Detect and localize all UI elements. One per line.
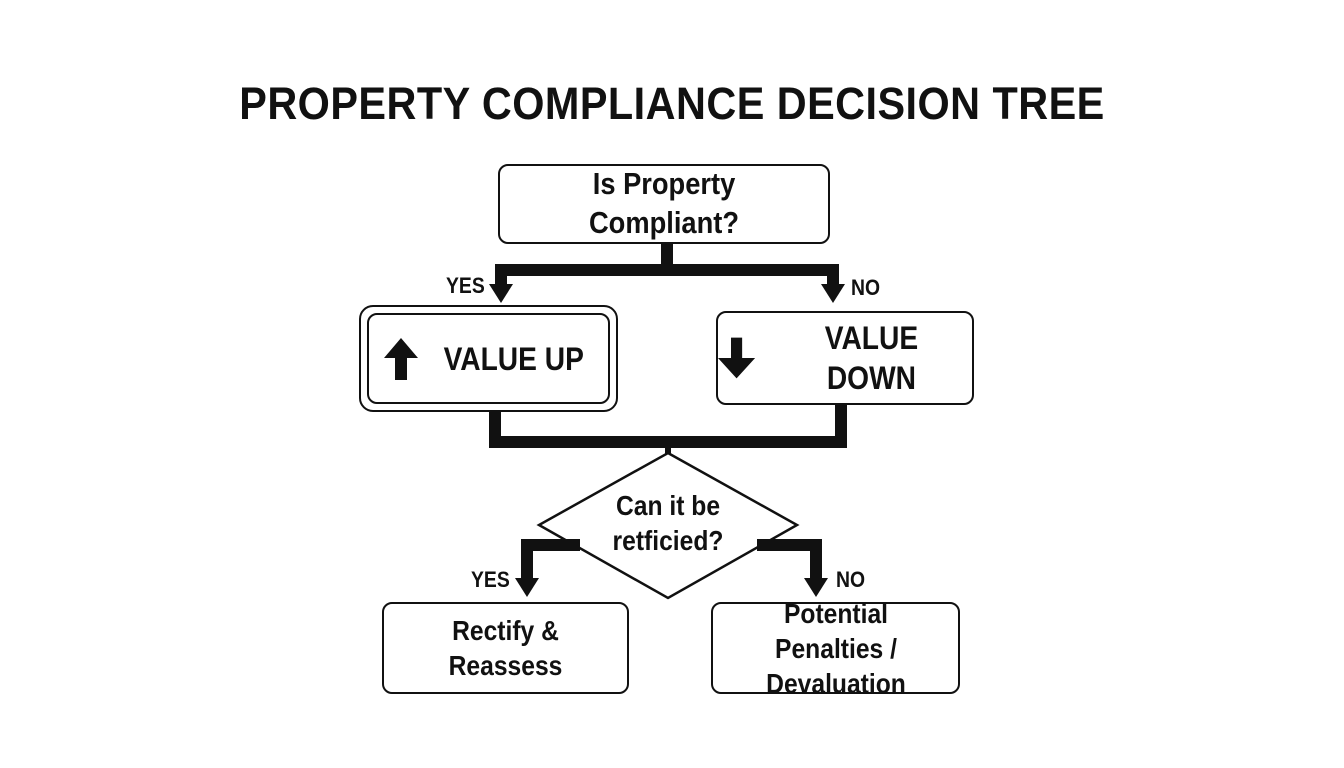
rectify-reassess-text: Rectify & Reassess [448, 615, 563, 681]
value-down-text: VALUE DOWN [824, 320, 919, 396]
decision-diamond [536, 451, 800, 600]
branch-connector-yes-2 [521, 539, 580, 580]
penalties-devaluation-box: Potential Penalties / Devaluation [711, 598, 960, 699]
penalties-devaluation-text: Potential Penalties / Devaluation [765, 597, 906, 699]
arrowhead-yes-1 [489, 284, 513, 303]
rectify-question-text: Can it be retficied? [568, 488, 768, 558]
compliance-question-box: Is Property Compliant? [498, 164, 830, 244]
value-up-box: VALUE UP [367, 313, 610, 404]
arrowhead-no-1 [821, 284, 845, 303]
arrow-down-icon [718, 337, 756, 379]
yes-label-compliant: YES [446, 273, 485, 298]
split-connector-top [495, 244, 839, 286]
no-label-rectify: NO [836, 567, 866, 592]
no-label-compliant: NO [851, 275, 881, 300]
branch-connector-no-2 [757, 539, 822, 580]
value-up-text: VALUE UP [443, 340, 584, 377]
arrowhead-yes-2 [515, 578, 539, 597]
diagram-title: PROPERTY COMPLIANCE DECISION TREE [239, 78, 1105, 129]
arrowhead-no-2 [804, 578, 828, 597]
value-down-box: VALUE DOWN [716, 311, 974, 405]
arrow-up-icon [383, 337, 418, 380]
compliance-question-text: Is Property Compliant? [588, 166, 740, 240]
yes-label-rectify: YES [471, 567, 510, 592]
rectify-reassess-box: Rectify & Reassess [382, 602, 629, 694]
rectify-question-label: Can it be retficied? [612, 490, 724, 556]
